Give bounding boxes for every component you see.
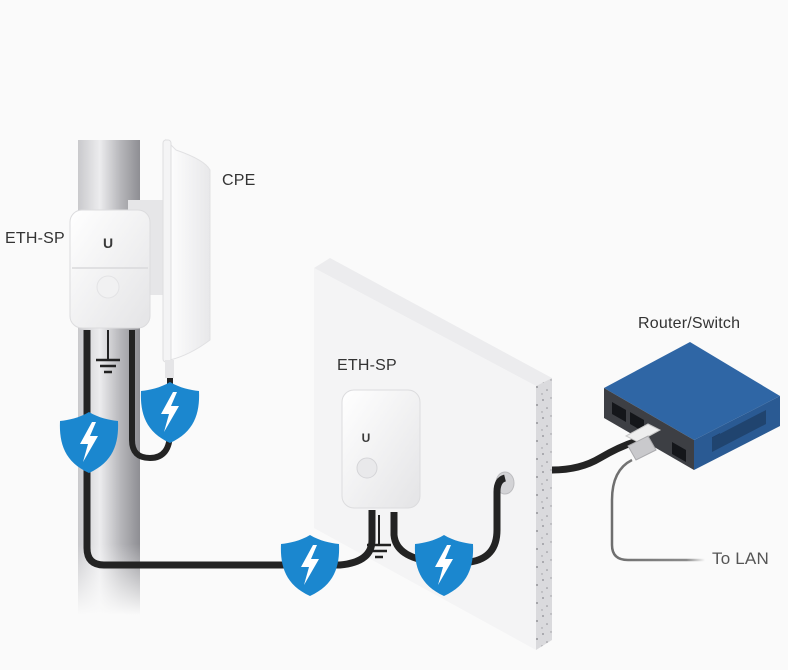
ubiquiti-logo-icon: U xyxy=(362,431,371,445)
surge-shield-wall-input-icon xyxy=(280,535,340,596)
ubiquiti-logo-icon: U xyxy=(103,235,113,251)
router-switch-label: Router/Switch xyxy=(638,315,741,332)
eth-sp-outdoor-device: U xyxy=(69,209,151,329)
vent-grille xyxy=(712,410,766,452)
router-switch-device xyxy=(604,342,780,470)
cable-wall-sp-output xyxy=(390,474,507,566)
cable-to-switch xyxy=(551,436,642,474)
eth-sp-wall-label: ETH-SP xyxy=(337,357,397,374)
cpe-device xyxy=(128,138,211,378)
lan-cable xyxy=(610,458,705,562)
eth-sp-outdoor-label: ETH-SP xyxy=(5,230,65,247)
to-lan-label: To LAN xyxy=(712,549,769,568)
cable-wall-sp-input xyxy=(300,510,376,569)
eth-sp-wall-device: U xyxy=(341,389,421,509)
cable-pole-to-wall xyxy=(83,330,300,569)
cpe-label: CPE xyxy=(222,172,256,189)
surge-shield-cpe-icon xyxy=(140,382,200,443)
